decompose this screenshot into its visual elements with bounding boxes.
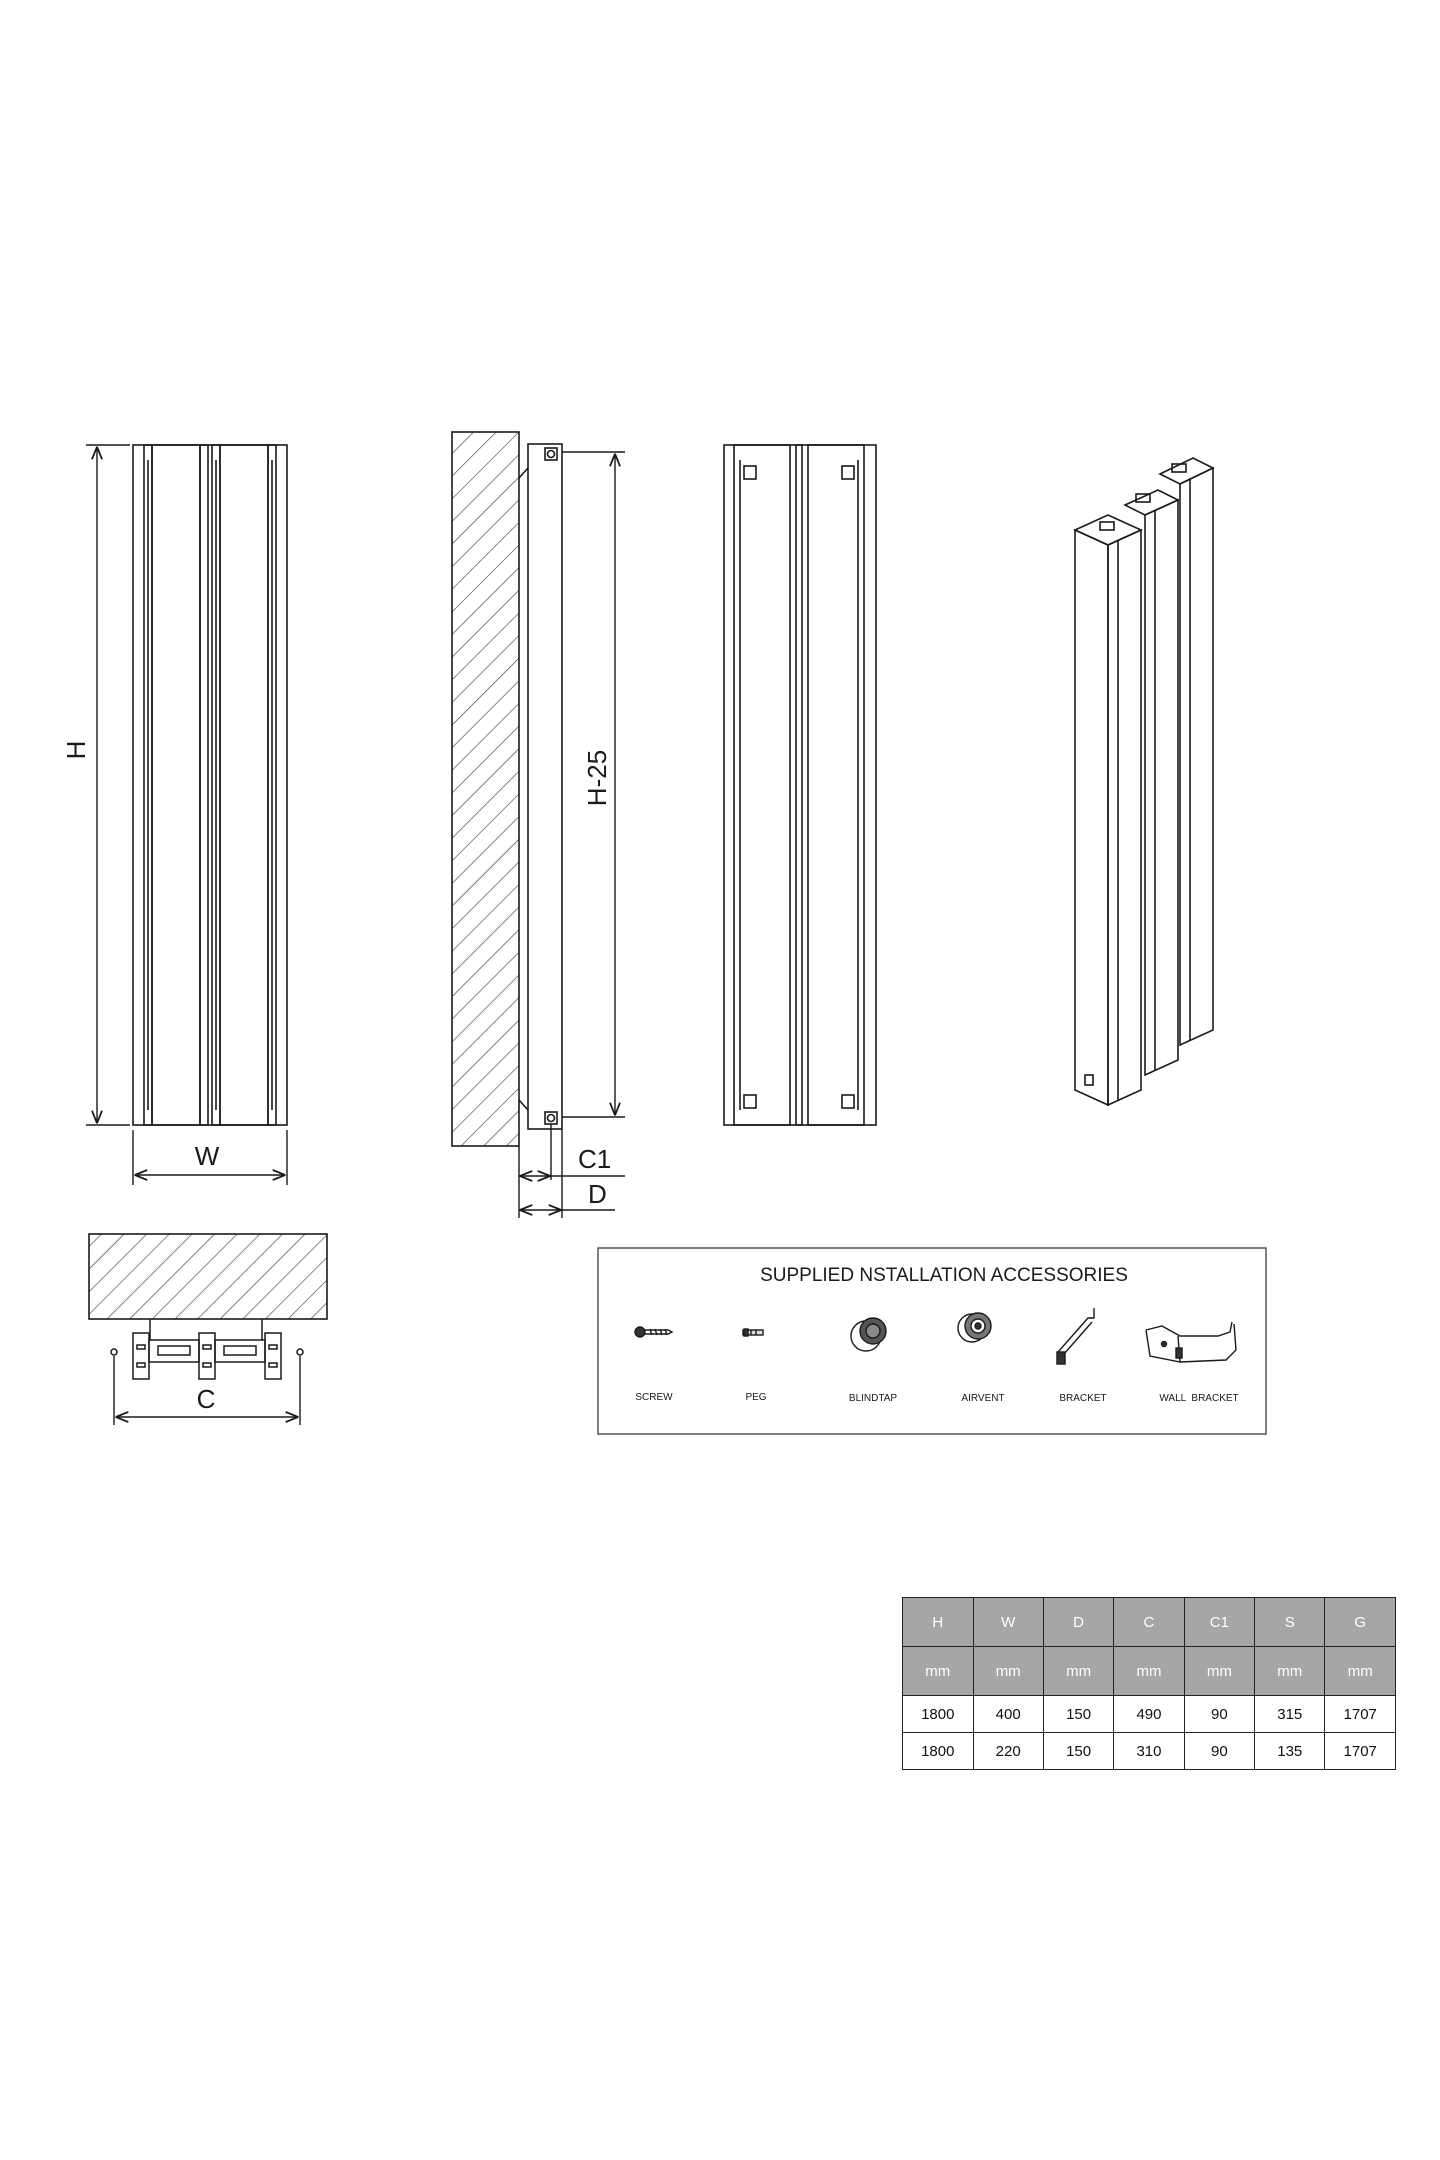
table-header-cell: W (972, 1597, 1044, 1647)
side-view (518, 443, 563, 1130)
table-row: 1800 220 150 310 90 135 1707 (902, 1732, 1396, 1770)
width-label: W (195, 1141, 220, 1171)
airvent-icon (957, 1312, 992, 1343)
centres-dimension (113, 1356, 301, 1425)
table-unit-cell: mm (972, 1646, 1044, 1696)
table-cell: 1707 (1324, 1732, 1396, 1770)
table-header-cell: C (1113, 1597, 1185, 1647)
table-cell: 400 (972, 1695, 1044, 1733)
isometric-view (1073, 457, 1215, 1107)
table-unit-cell: mm (1042, 1646, 1115, 1696)
plan-wall-section (88, 1233, 328, 1320)
h25-dimension (562, 451, 625, 1118)
table-cell: 1800 (902, 1695, 974, 1733)
specification-table: H W D C C1 S G mm mm mm mm mm mm mm 1800… (902, 1597, 1396, 1770)
table-unit-cell: mm (1183, 1646, 1256, 1696)
front-view (132, 444, 288, 1126)
wall-bracket-label: WALL BRACKET (1159, 1393, 1238, 1404)
c1-label: C1 (578, 1144, 611, 1174)
table-header-cell: G (1324, 1597, 1396, 1647)
table-cell: 310 (1113, 1732, 1185, 1770)
height-dimension (86, 444, 130, 1126)
plan-view (110, 1319, 304, 1380)
table-unit-cell: mm (1254, 1646, 1326, 1696)
wall-bracket-icon (1145, 1321, 1237, 1363)
table-header-row: H W D C C1 S G (902, 1597, 1396, 1647)
accessories-box (597, 1247, 1267, 1435)
table-cell: 1800 (902, 1732, 974, 1770)
wall-section (451, 431, 520, 1147)
c1-dimension (518, 1124, 625, 1218)
screw-label: SCREW (635, 1392, 673, 1403)
bracket-icon (1056, 1308, 1095, 1365)
airvent-label: AIRVENT (961, 1393, 1004, 1404)
table-header-cell: C1 (1183, 1597, 1256, 1647)
peg-label: PEG (745, 1392, 766, 1403)
table-unit-cell: mm (1113, 1646, 1185, 1696)
table-header-cell: S (1254, 1597, 1326, 1647)
rear-view (723, 444, 877, 1126)
table-unit-cell: mm (1324, 1646, 1396, 1696)
table-cell: 150 (1042, 1732, 1115, 1770)
table-header-cell: H (902, 1597, 974, 1647)
height-label: H (61, 741, 91, 760)
table-units-row: mm mm mm mm mm mm mm (902, 1646, 1396, 1696)
depth-label: D (588, 1179, 607, 1209)
table-cell: 315 (1254, 1695, 1326, 1733)
peg-icon (742, 1328, 764, 1337)
blindtap-label: BLINDTAP (849, 1393, 897, 1404)
table-cell: 90 (1183, 1732, 1256, 1770)
table-header-cell: D (1042, 1597, 1115, 1647)
table-cell: 150 (1042, 1695, 1115, 1733)
centres-label: C (197, 1384, 216, 1414)
width-dimension (132, 1130, 288, 1185)
table-cell: 135 (1254, 1732, 1326, 1770)
table-unit-cell: mm (902, 1646, 974, 1696)
bracket-label: BRACKET (1059, 1393, 1106, 1404)
table-cell: 1707 (1324, 1695, 1396, 1733)
table-cell: 220 (972, 1732, 1044, 1770)
table-row: 1800 400 150 490 90 315 1707 (902, 1695, 1396, 1733)
table-cell: 490 (1113, 1695, 1185, 1733)
accessories-title: SUPPLIED NSTALLATION ACCESSORIES (760, 1265, 1128, 1286)
screw-icon (634, 1326, 674, 1338)
table-cell: 90 (1183, 1695, 1256, 1733)
blindtap-icon (850, 1317, 887, 1352)
h25-label: H-25 (582, 750, 612, 806)
